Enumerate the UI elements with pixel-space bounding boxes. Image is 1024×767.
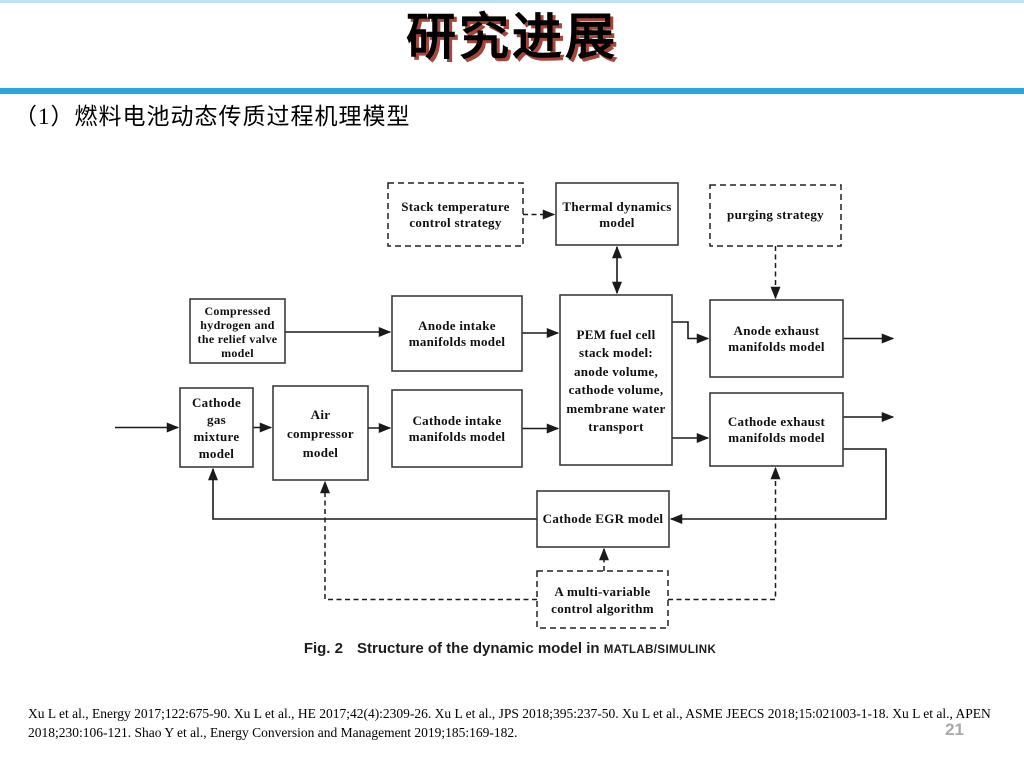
arrow-pem-to-anode-exhaust: [672, 321, 710, 344]
box-cathode-gas-mixture: Cathode gas mixture model: [179, 387, 254, 468]
box-label: model: [221, 346, 254, 360]
box-label: Cathode intake: [412, 413, 501, 428]
box-thermal-dynamics-model: Thermal dynamics model: [555, 182, 679, 246]
box-outline: [391, 389, 523, 468]
top-edge-strip: [0, 0, 1024, 3]
references: Xu L et al., Energy 2017;122:675-90. Xu …: [28, 704, 991, 742]
box-label: hydrogen and: [200, 318, 274, 332]
box-outline: [189, 298, 286, 364]
feedback-cathode-exhaust-to-egr: [669, 448, 887, 524]
box-outline: [709, 299, 844, 378]
slide-subtitle: （1）燃料电池动态传质过程机理模型: [14, 104, 411, 129]
box-label: control algorithm: [551, 601, 654, 616]
slide-title: 研究进展: [406, 9, 618, 65]
box-label: A multi-variable: [554, 584, 650, 599]
diagram-arrows: [115, 209, 895, 601]
box-label: Compressed: [204, 304, 270, 318]
box-label: Cathode: [192, 395, 241, 410]
box-pem-fuel-cell-stack-model: PEM fuel cell stack model: anode volume,…: [559, 294, 673, 466]
box-cathode-exhaust-manifolds: Cathode exhaust manifolds model: [709, 392, 844, 467]
box-outline: [709, 184, 842, 247]
box-label: manifolds model: [728, 430, 825, 445]
box-label: model: [599, 215, 635, 230]
box-cathode-egr-model: Cathode EGR model: [536, 490, 670, 548]
box-label: PEM fuel cell: [577, 327, 656, 342]
box-label: anode volume,: [574, 364, 658, 379]
box-outline: [536, 490, 670, 548]
figure-caption-smallcaps: MATLAB/SIMULINK: [603, 644, 717, 656]
box-label: manifolds model: [409, 334, 506, 349]
box-label: Air: [311, 407, 331, 422]
references-line-2: 2018;230:106-121. Shao Y et al., Energy …: [28, 725, 518, 740]
arrow-mv-to-cathode-exhaust: [668, 466, 781, 601]
box-label: cathode volume,: [569, 382, 664, 397]
references-line-1: Xu L et al., Energy 2017;122:675-90. Xu …: [28, 706, 991, 721]
box-compressed-hydrogen-relief-valve: Compressed hydrogen and the relief valve…: [189, 298, 286, 364]
box-label: transport: [588, 419, 644, 434]
box-outline: [536, 570, 669, 629]
box-label: model: [199, 446, 235, 461]
box-label: model: [303, 445, 339, 460]
box-outline: [272, 385, 369, 481]
box-label: Anode exhaust: [734, 323, 820, 338]
box-outline: [179, 387, 254, 468]
box-label: membrane water: [566, 401, 665, 416]
box-label: Cathode exhaust: [728, 414, 826, 429]
box-purging-strategy: purging strategy: [709, 184, 842, 247]
model-structure-diagram: Stack temperature control strategy Therm…: [110, 175, 910, 640]
feedback-egr-to-cathode-gas: [208, 467, 537, 520]
box-label: Thermal dynamics: [562, 199, 671, 214]
box-label: stack model:: [579, 345, 653, 360]
box-label: purging strategy: [727, 207, 824, 222]
box-label: Cathode EGR model: [543, 511, 664, 526]
box-cathode-intake-manifolds: Cathode intake manifolds model: [391, 389, 523, 468]
title-divider-line: [0, 88, 1024, 94]
box-label: gas: [207, 412, 226, 427]
box-outline: [559, 294, 673, 466]
box-label: Anode intake: [418, 318, 496, 333]
box-outline: [555, 182, 679, 246]
box-outline: [709, 392, 844, 467]
box-label: compressor: [287, 426, 354, 441]
box-label: manifolds model: [409, 429, 506, 444]
box-stack-temperature-strategy: Stack temperature control strategy: [387, 182, 524, 247]
box-outline: [387, 182, 524, 247]
box-air-compressor: Air compressor model: [272, 385, 369, 481]
box-anode-intake-manifolds: Anode intake manifolds model: [391, 295, 523, 372]
figure-caption-number: Fig. 2: [303, 640, 343, 657]
box-label: the relief valve: [198, 332, 278, 346]
box-multivariable-control-algorithm: A multi-variable control algorithm: [536, 570, 669, 629]
figure-caption-text: Structure of the dynamic model in: [356, 640, 600, 657]
box-label: mixture: [194, 429, 240, 444]
page-number: 21: [945, 720, 964, 739]
box-label: Stack temperature: [401, 199, 509, 214]
box-label: control strategy: [409, 215, 501, 230]
box-anode-exhaust-manifolds: Anode exhaust manifolds model: [709, 299, 844, 378]
arrow-mv-to-compressor: [320, 480, 537, 601]
box-label: manifolds model: [728, 339, 825, 354]
box-outline: [391, 295, 523, 372]
